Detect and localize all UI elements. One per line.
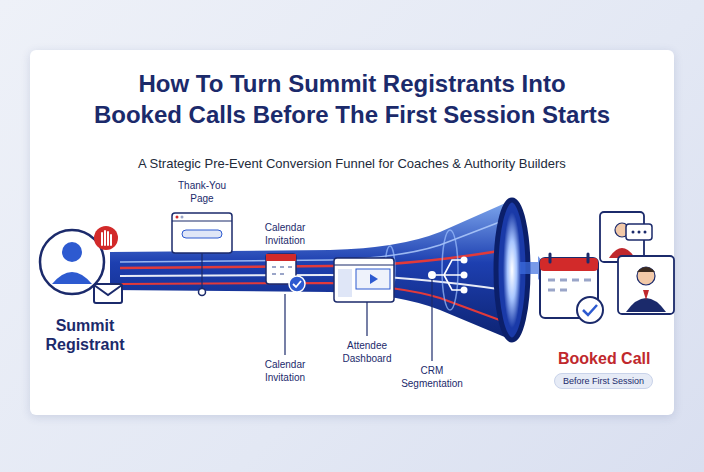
step-node: Calendar Invitation [250,222,320,247]
node-text: CRM Segmentation [392,365,472,390]
registrant-node: Summit Registrant [30,316,140,354]
step-node: Attendee Dashboard [332,340,402,365]
outcome-node: Booked Call [558,350,650,368]
step-node: Thank-You Page [167,180,237,205]
step-label: Calendar Invitation [245,359,325,384]
node-text: Thank-You Page [167,180,237,205]
step-node: CRM Segmentation [392,365,472,390]
node-text: Booked Call [558,350,650,368]
node-text: Attendee Dashboard [332,340,402,365]
node-text: Summit Registrant [30,316,140,354]
subtitle: A Strategic Pre-Event Conversion Funnel … [138,156,566,171]
node-text: Before First Session [563,376,644,386]
node-text: Calendar Invitation [250,222,320,247]
title: How To Turn Summit Registrants Into Book… [52,68,652,130]
pill-badge: Before First Session [554,373,653,389]
